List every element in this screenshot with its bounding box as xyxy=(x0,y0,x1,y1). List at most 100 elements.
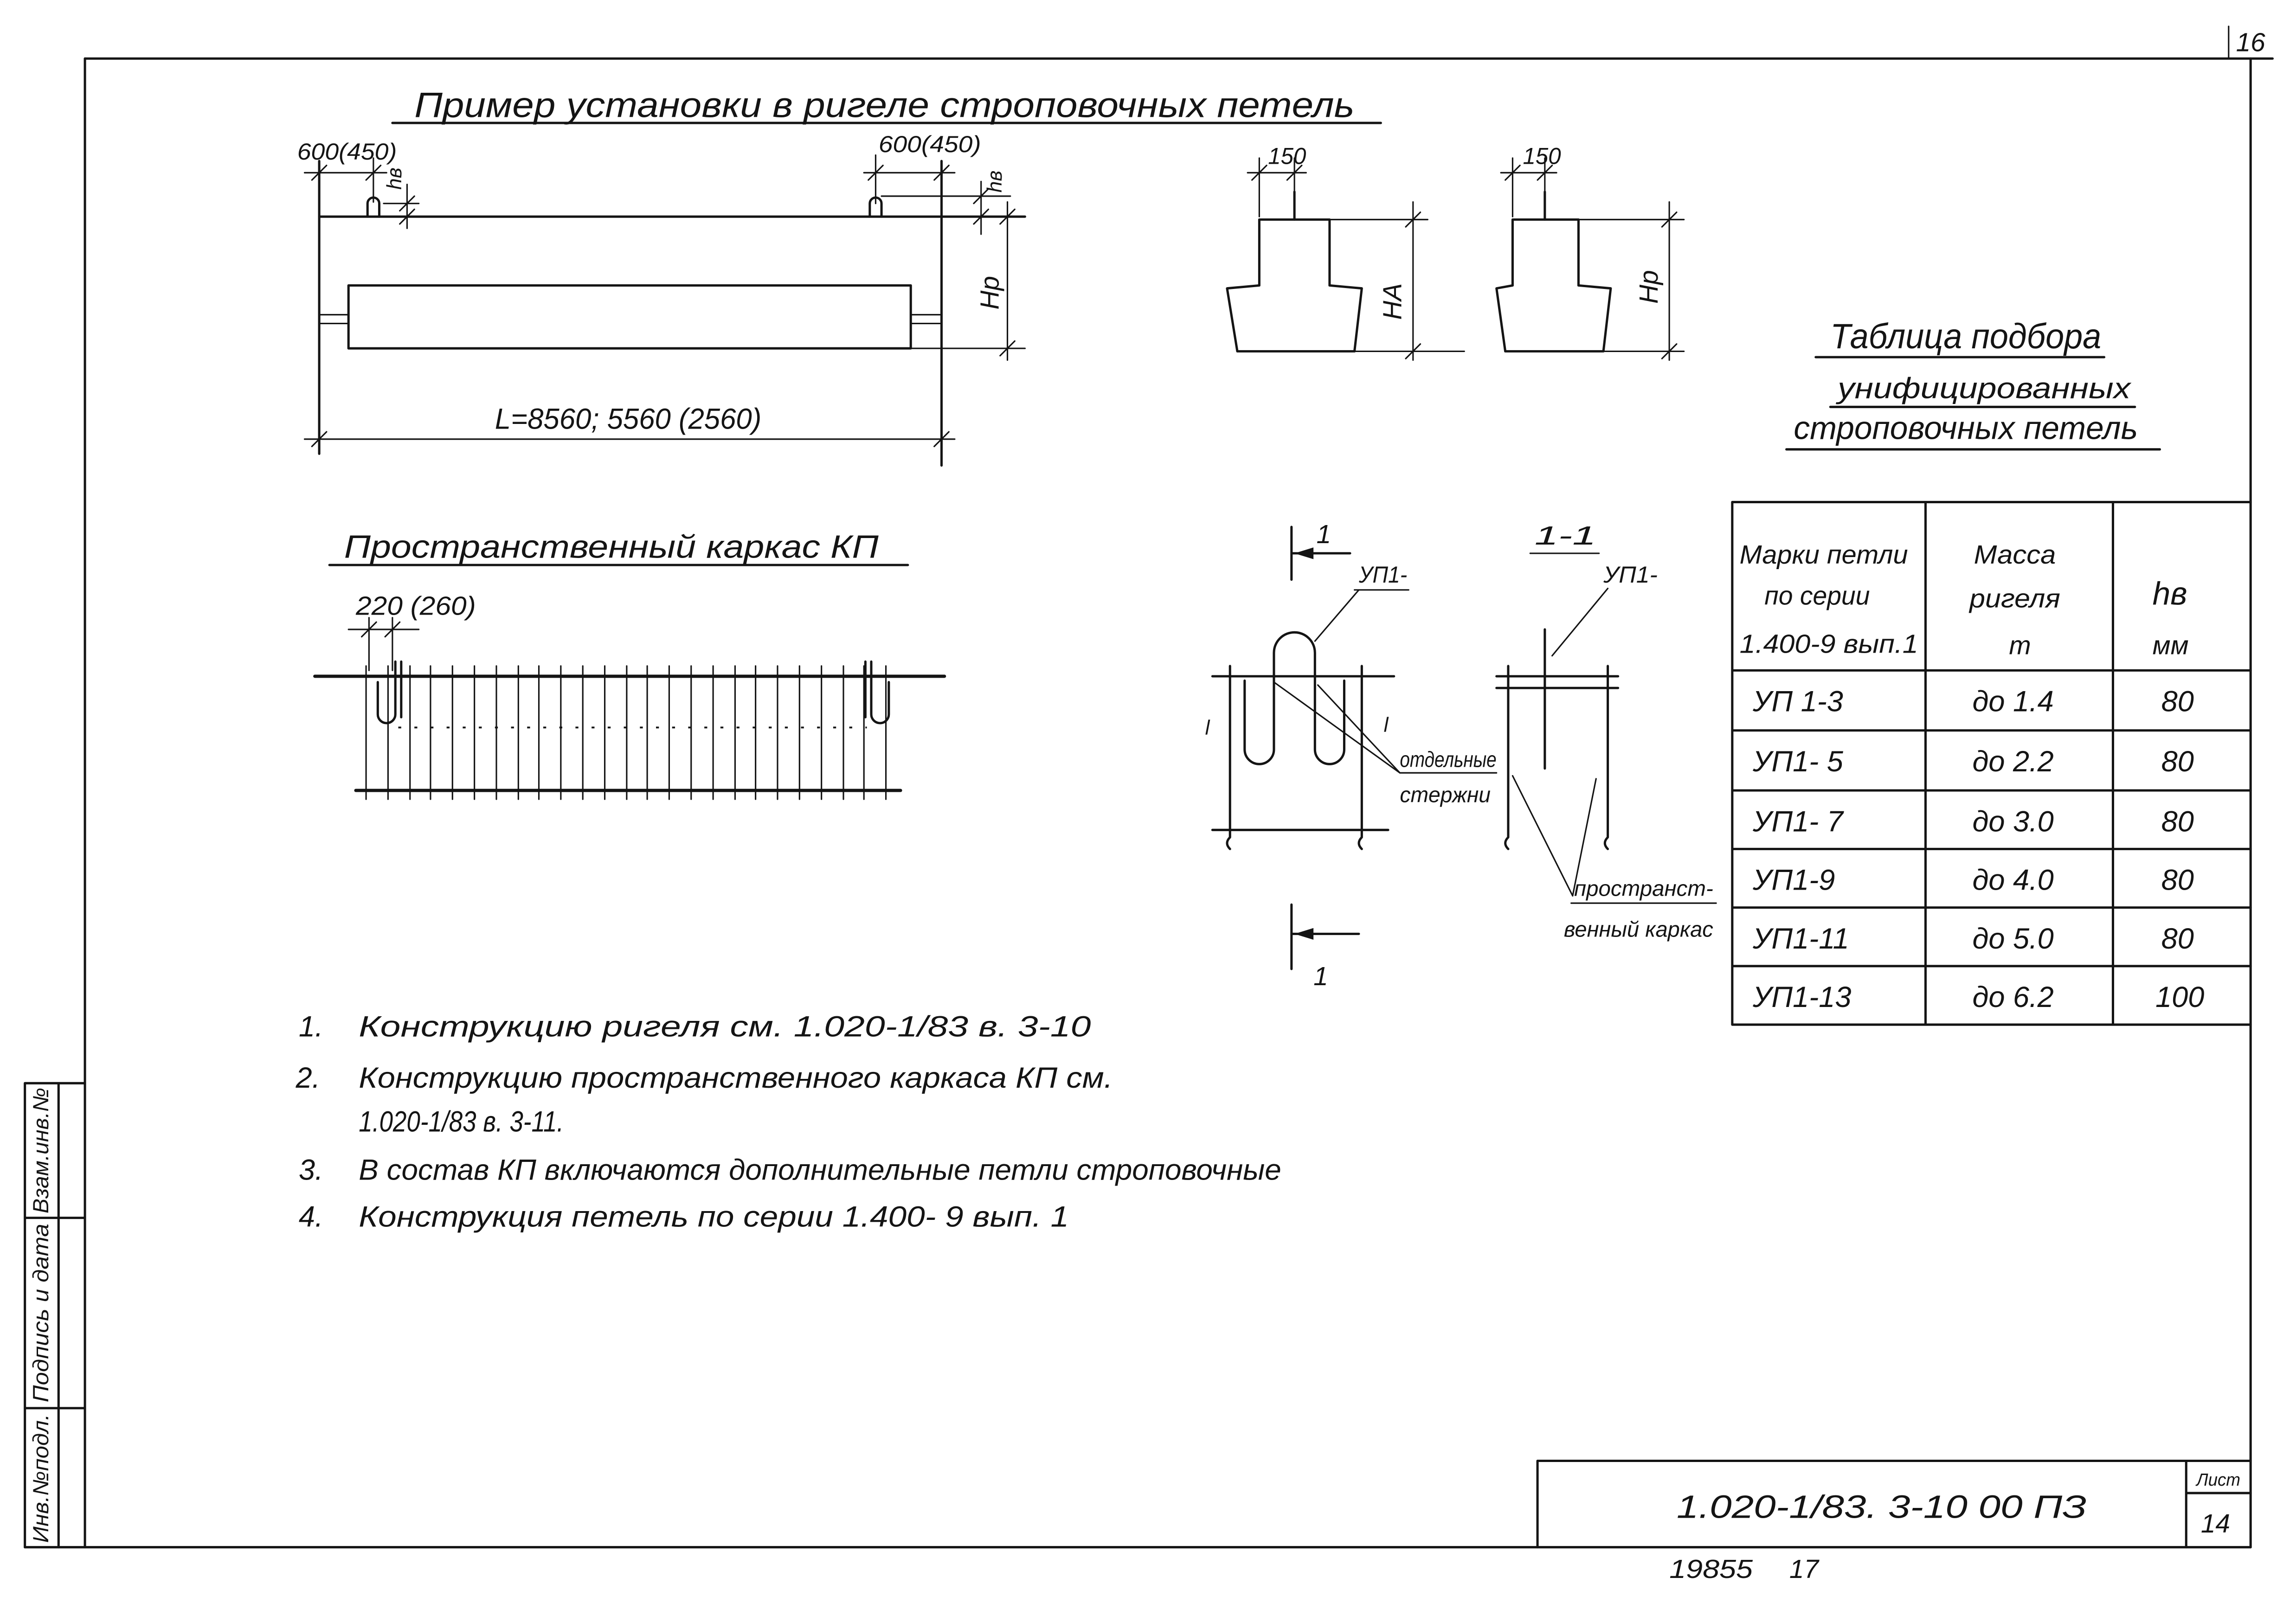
cage-spacing-label: 220 (260) xyxy=(355,591,476,621)
note-1-number: 1. xyxy=(299,1010,323,1043)
header-mark-line-1: Марки петли xyxy=(1740,540,1908,570)
section-1-1: 1-1 УП1- пространст- венный каркас xyxy=(1495,521,1717,942)
dim-section-b-width xyxy=(1500,157,1557,218)
spatial-cage-label-2: венный каркас xyxy=(1564,917,1713,942)
dim-section-b-width-label: 150 xyxy=(1523,142,1561,169)
row-1-mark: УП 1-3 xyxy=(1752,686,1843,718)
notes: 1. Конструкцию ригеля см. 1.020-1/83 в. … xyxy=(296,1010,1281,1233)
dim-section-b-height xyxy=(1577,201,1685,361)
document-designation: 1.020-1/83. 3-10 00 ПЗ xyxy=(1677,1489,2087,1525)
row-4-mark: УП1-9 xyxy=(1752,864,1835,897)
title-block: 1.020-1/83. 3-10 00 ПЗ Лист 14 19855 17 xyxy=(1536,1459,2252,1584)
row-1-mass: до 1.4 xyxy=(1972,686,2053,718)
side-stamp: Взам.инв.№ Подпись и дата Инв.№подл. xyxy=(24,1082,86,1549)
cage-hook-left xyxy=(376,660,403,725)
sheet-frame: 16 xyxy=(24,26,2274,1549)
section-mark-bottom-line xyxy=(1290,903,1360,970)
row-3-hv: 80 xyxy=(2161,805,2194,838)
beam-example-title: Пример установки в ригеле строповочных п… xyxy=(414,85,1354,125)
dim-offset-left-label: 600(450) xyxy=(297,138,397,165)
section-mark-bottom-arrow xyxy=(1294,928,1314,940)
dim-offset-right xyxy=(863,154,956,205)
cage-hook-right xyxy=(864,660,890,725)
sheet-number: 16 xyxy=(2236,28,2266,57)
dim-section-a-height-label: НА xyxy=(1378,283,1408,320)
footer-number: 17 xyxy=(1789,1555,1820,1584)
beam-lower-body xyxy=(347,284,912,350)
section-horizontal-bars xyxy=(1211,675,1396,831)
row-4-mass: до 4.0 xyxy=(1972,864,2053,897)
section-1-1-horizontals xyxy=(1495,675,1620,689)
header-mark-line-3: 1.400-9 вып.1 xyxy=(1740,629,1918,659)
row-3-mass: до 3.0 xyxy=(1972,805,2053,838)
header-mark-line-2: по серии xyxy=(1764,581,1870,610)
table-title-line-1: Таблица подбора xyxy=(1830,317,2101,356)
footer-order: 19855 xyxy=(1669,1555,1753,1584)
table-grid xyxy=(1731,500,2252,1026)
spatial-cage-leader xyxy=(1511,775,1717,904)
dim-length-label: L=8560; 5560 (2560) xyxy=(495,403,761,436)
section-vertical-bars xyxy=(1226,665,1363,850)
section-1-1-title: 1-1 xyxy=(1535,521,1596,551)
table-title-line-2: унифицированных xyxy=(1835,372,2132,404)
dim-beam-height xyxy=(999,201,1016,361)
title-block-outline xyxy=(1536,1459,2252,1549)
sheet-label: Лист xyxy=(2195,1470,2240,1490)
section-1-1-verticals xyxy=(1504,665,1609,850)
beam-example: Пример установки в ригеле строповочных п… xyxy=(297,85,1382,467)
dim-loop-height-left-label: hв xyxy=(383,167,406,190)
separate-bars-leader xyxy=(1273,681,1498,774)
spatial-cage: Пространственный каркас КП 220 (260) xyxy=(313,528,946,800)
separate-bars-label-1: отдельные xyxy=(1400,748,1496,772)
section-1-1-loop-label: УП1- xyxy=(1603,561,1658,588)
note-2-text: Конструкцию пространственного каркаса КП… xyxy=(359,1062,1113,1094)
stamp-outline xyxy=(24,1082,86,1549)
section-mark-top-arrow xyxy=(1294,547,1314,559)
section-view: 1 1 УП1- l l отдельные стержни xyxy=(1205,520,1498,991)
beam-rebar-outlets xyxy=(318,314,943,325)
row-4-hv: 80 xyxy=(2161,864,2194,897)
beam-section-a: 150 НА xyxy=(1226,142,1465,361)
stamp-original-inv: Инв.№подл. xyxy=(29,1414,53,1543)
sheet-value: 14 xyxy=(2201,1509,2230,1539)
row-3-mark: УП1- 7 xyxy=(1752,805,1845,838)
header-hv-line-2: мм xyxy=(2153,631,2189,661)
selection-table: Таблица подбора унифицированных стропово… xyxy=(1731,317,2252,1026)
row-5-hv: 80 xyxy=(2161,923,2194,955)
row-1-hv: 80 xyxy=(2161,686,2194,718)
beam-section-b: 150 Нр xyxy=(1495,142,1685,361)
dim-section-a-width-label: 150 xyxy=(1268,142,1306,169)
row-6-hv: 100 xyxy=(2155,981,2204,1013)
section-1-1-loop-leader xyxy=(1551,588,1609,657)
stamp-signature-date: Подпись и дата xyxy=(29,1224,53,1402)
dim-offset-left xyxy=(303,157,387,203)
dim-offset-right-label: 600(450) xyxy=(879,131,981,157)
spatial-cage-label-1: пространст- xyxy=(1574,876,1713,901)
note-2-number: 2. xyxy=(296,1062,321,1094)
row-5-mark: УП1-11 xyxy=(1752,923,1849,955)
cage-vertical-bars xyxy=(365,665,887,800)
header-mass-line-3: т xyxy=(2009,631,2031,661)
row-6-mark: УП1-13 xyxy=(1752,981,1851,1013)
header-mass-line-2: ригеля xyxy=(1968,584,2060,614)
header-hv-line-1: hв xyxy=(2153,575,2187,611)
note-1-text: Конструкцию ригеля см. 1.020-1/83 в. 3-1… xyxy=(359,1010,1091,1043)
dim-section-b-height-label: Нр xyxy=(1634,270,1664,304)
note-4-text: Конструкция петель по серии 1.400- 9 вып… xyxy=(359,1201,1069,1233)
stamp-replaced-inv: Взам.инв.№ xyxy=(29,1088,53,1213)
note-3-number: 3. xyxy=(299,1154,323,1186)
header-mass-line-1: Масса xyxy=(1974,540,2056,570)
section-lifting-loop xyxy=(1243,631,1345,765)
dim-loop-height-right-label: hв xyxy=(984,171,1006,193)
note-2-text-cont: 1.020-1/83 в. 3-11. xyxy=(359,1105,564,1138)
row-6-mass: до 6.2 xyxy=(1972,981,2053,1013)
table-title-line-3: строповочных петель xyxy=(1794,410,2138,446)
dim-beam-height-label: Нр xyxy=(976,276,1005,310)
cage-title: Пространственный каркас КП xyxy=(344,528,879,564)
row-2-hv: 80 xyxy=(2161,745,2194,778)
section-loop-label: УП1- xyxy=(1358,561,1407,588)
dim-length xyxy=(303,431,956,448)
note-4-number: 4. xyxy=(299,1201,323,1233)
row-2-mark: УП1- 5 xyxy=(1752,745,1844,778)
